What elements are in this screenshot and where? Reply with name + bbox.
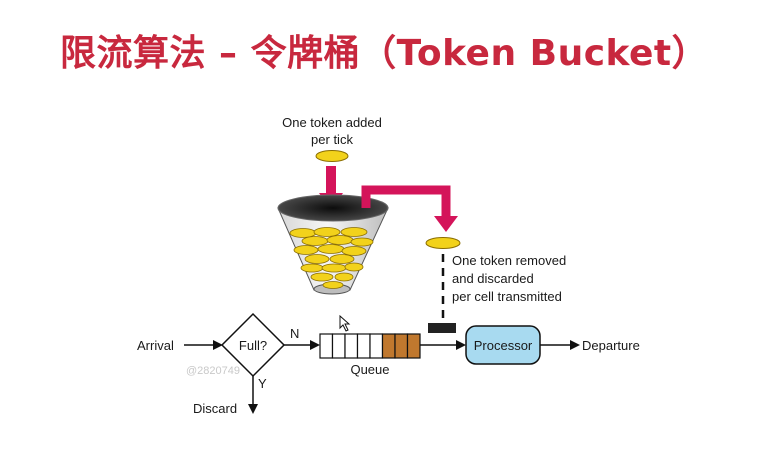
token-gate (428, 323, 456, 333)
yes-branch-label: Y (258, 376, 267, 391)
token-removed-label-line2: and discarded (452, 271, 534, 286)
watermark: @2820749 (186, 365, 240, 377)
no-branch-label: N (290, 326, 299, 341)
token-removed-label-line3: per cell transmitted (452, 289, 562, 304)
removed-token (425, 237, 461, 249)
token-added-label-line2: per tick (311, 132, 353, 147)
incoming-token (315, 150, 349, 162)
arrival-label: Arrival (137, 338, 174, 353)
mouse-cursor-icon (339, 314, 351, 332)
bucket-rim (277, 194, 389, 222)
page-title: 限流算法 – 令牌桶（Token Bucket） (60, 33, 709, 74)
discard-label: Discard (193, 401, 237, 416)
queue (319, 333, 421, 359)
token-removed-label-line1: One token removed (452, 253, 566, 268)
token-added-label-line1: One token added (282, 115, 382, 130)
processor-label: Processor (474, 338, 533, 353)
queue-label: Queue (350, 362, 389, 377)
token-remove-arrow (361, 185, 458, 232)
departure-label: Departure (582, 338, 640, 353)
bucket-tokens (289, 227, 374, 289)
full-decision-label: Full? (239, 338, 267, 353)
